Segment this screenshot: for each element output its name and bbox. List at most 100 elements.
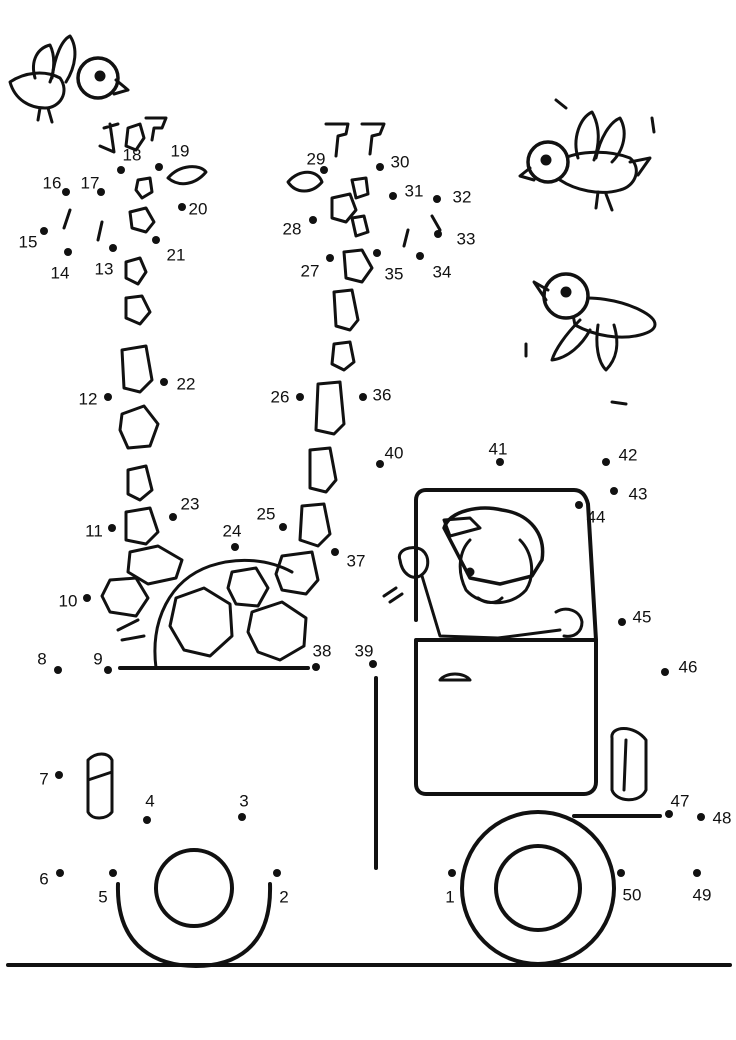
dot-label-15: 15 [19, 232, 38, 251]
dot-4[interactable] [143, 816, 151, 824]
dot-8[interactable] [54, 666, 62, 674]
dot-label-24: 24 [223, 521, 242, 540]
dot-label-43: 43 [629, 484, 648, 503]
dot-label-25: 25 [257, 504, 276, 523]
dot-38[interactable] [312, 663, 320, 671]
stone-pile [62, 116, 208, 618]
dot-42[interactable] [602, 458, 610, 466]
dot-label-33: 33 [457, 229, 476, 248]
dot-label-7: 7 [39, 769, 48, 788]
dot-label-16: 16 [43, 173, 62, 192]
dot-label-34: 34 [433, 262, 452, 281]
dot-49[interactable] [693, 869, 701, 877]
dot-label-9: 9 [93, 649, 102, 668]
dot-23[interactable] [169, 513, 177, 521]
dot-35[interactable] [373, 249, 381, 257]
dot-label-3: 3 [239, 791, 248, 810]
dot-label-2: 2 [279, 887, 288, 906]
dot-47[interactable] [665, 810, 673, 818]
dot-label-14: 14 [51, 263, 70, 282]
dot-37[interactable] [331, 548, 339, 556]
dot-label-41: 41 [489, 439, 508, 458]
dot-label-18: 18 [123, 145, 142, 164]
bird-icon [8, 34, 130, 124]
dot-1[interactable] [448, 869, 456, 877]
dot-6[interactable] [56, 869, 64, 877]
dot-39[interactable] [369, 660, 377, 668]
dot-16[interactable] [62, 188, 70, 196]
dot-24[interactable] [231, 543, 239, 551]
dot-3[interactable] [238, 813, 246, 821]
dot-36[interactable] [359, 393, 367, 401]
dot-label-1: 1 [445, 887, 454, 906]
dot-label-30: 30 [391, 152, 410, 171]
dot-21[interactable] [152, 236, 160, 244]
dot-14[interactable] [64, 248, 72, 256]
dot-26[interactable] [296, 393, 304, 401]
dot-label-20: 20 [189, 199, 208, 218]
dot-label-26: 26 [271, 387, 290, 406]
dot-29[interactable] [320, 166, 328, 174]
dot-label-48: 48 [713, 808, 732, 827]
stone-pile [274, 122, 442, 596]
dot-22[interactable] [160, 378, 168, 386]
dot-5[interactable] [109, 869, 117, 877]
dot-31[interactable] [389, 192, 397, 200]
dot-9[interactable] [104, 666, 112, 674]
dot-30[interactable] [376, 163, 384, 171]
dot-40[interactable] [376, 460, 384, 468]
dot-label-11: 11 [85, 521, 103, 540]
dot-43[interactable] [610, 487, 618, 495]
dot-17[interactable] [97, 188, 105, 196]
dot-label-35: 35 [385, 264, 404, 283]
dot-label-38: 38 [313, 641, 332, 660]
dot-46[interactable] [661, 668, 669, 676]
dot-2[interactable] [273, 869, 281, 877]
dot-44[interactable] [575, 501, 583, 509]
dot-label-32: 32 [453, 187, 472, 206]
dot-15[interactable] [40, 227, 48, 235]
dot-45[interactable] [618, 618, 626, 626]
dot-label-40: 40 [385, 443, 404, 462]
dot-28[interactable] [309, 216, 317, 224]
dot-7[interactable] [55, 771, 63, 779]
dot-label-5: 5 [98, 887, 107, 906]
dot-50[interactable] [617, 869, 625, 877]
dot-34[interactable] [416, 252, 424, 260]
dot-18[interactable] [117, 166, 125, 174]
stone-pile [116, 558, 308, 670]
dot-label-49: 49 [693, 885, 712, 904]
dot-label-13: 13 [95, 259, 114, 278]
dot-label-44: 44 [587, 507, 606, 526]
dot-11[interactable] [108, 524, 116, 532]
dot-27[interactable] [326, 254, 334, 262]
dot-48[interactable] [697, 813, 705, 821]
dot-12[interactable] [104, 393, 112, 401]
dot-32[interactable] [433, 195, 441, 203]
dot-10[interactable] [83, 594, 91, 602]
dot-label-29: 29 [307, 149, 326, 168]
dot-label-28: 28 [283, 219, 302, 238]
dot-label-4: 4 [145, 791, 154, 810]
dot-33[interactable] [434, 230, 442, 238]
dot-label-36: 36 [373, 385, 392, 404]
dot-label-12: 12 [79, 389, 98, 408]
dot-label-37: 37 [347, 551, 366, 570]
bird-icon [518, 98, 656, 212]
dot-19[interactable] [155, 163, 163, 171]
dot-label-27: 27 [301, 261, 320, 280]
truck-cab [86, 488, 662, 870]
dot-20[interactable] [178, 203, 186, 211]
dot-label-39: 39 [355, 641, 374, 660]
dot-label-22: 22 [177, 374, 196, 393]
dot-label-31: 31 [405, 181, 424, 200]
dot-label-8: 8 [37, 649, 46, 668]
dot-41[interactable] [496, 458, 504, 466]
dot-13[interactable] [109, 244, 117, 252]
wheel [115, 848, 273, 968]
dot-label-45: 45 [633, 607, 652, 626]
dot-25[interactable] [279, 523, 287, 531]
dot-label-21: 21 [167, 245, 186, 264]
dot-label-10: 10 [59, 591, 78, 610]
